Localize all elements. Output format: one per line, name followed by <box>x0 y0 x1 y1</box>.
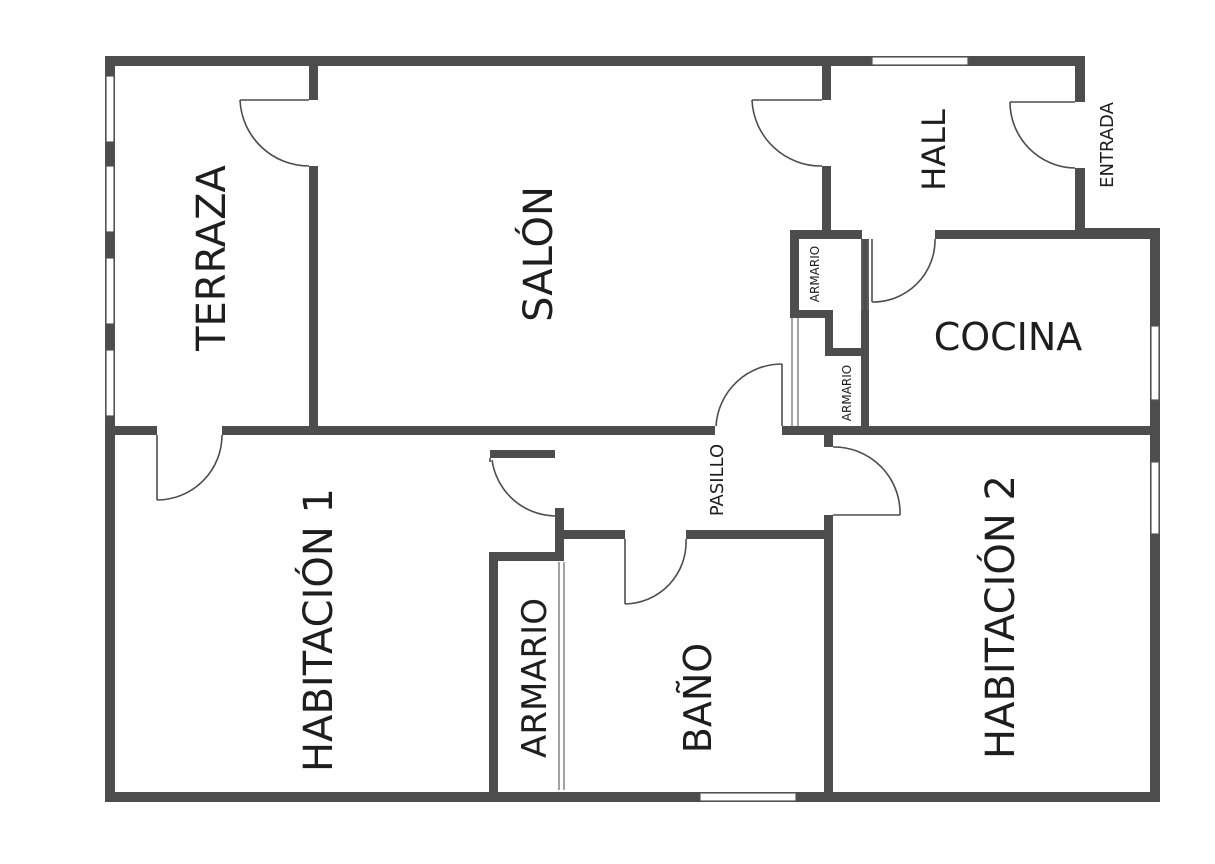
window-bano <box>699 792 797 802</box>
label-bano: BAÑO <box>676 643 720 753</box>
window-terraza-1 <box>105 75 115 143</box>
window-cocina <box>1150 325 1160 401</box>
interior-walls <box>105 66 1160 802</box>
window-terraza-2 <box>105 165 115 233</box>
window-terraza-4 <box>105 349 115 417</box>
window-terraza-3 <box>105 257 115 325</box>
room-labels: TERRAZA SALÓN HALL ENTRADA ARMARIO ARMAR… <box>189 101 1118 772</box>
label-entrada: ENTRADA <box>1097 101 1118 187</box>
label-armario-big: ARMARIO <box>515 598 555 758</box>
label-pasillo: PASILLO <box>707 444 728 516</box>
window-hab2 <box>1150 461 1160 535</box>
label-habitacion-1: HABITACIÓN 1 <box>294 488 342 772</box>
label-salon: SALÓN <box>514 186 562 322</box>
windows <box>105 56 1160 802</box>
label-hall: HALL <box>915 109 953 191</box>
sliding-doors <box>558 240 869 790</box>
label-terraza: TERRAZA <box>189 164 235 351</box>
label-cocina: COCINA <box>934 315 1083 359</box>
window-hall <box>871 56 969 66</box>
doors <box>156 99 1076 605</box>
label-habitacion-2: HABITACIÓN 2 <box>976 475 1024 759</box>
label-armario-top: ARMARIO <box>808 246 822 302</box>
label-armario-mid: ARMARIO <box>840 365 854 421</box>
